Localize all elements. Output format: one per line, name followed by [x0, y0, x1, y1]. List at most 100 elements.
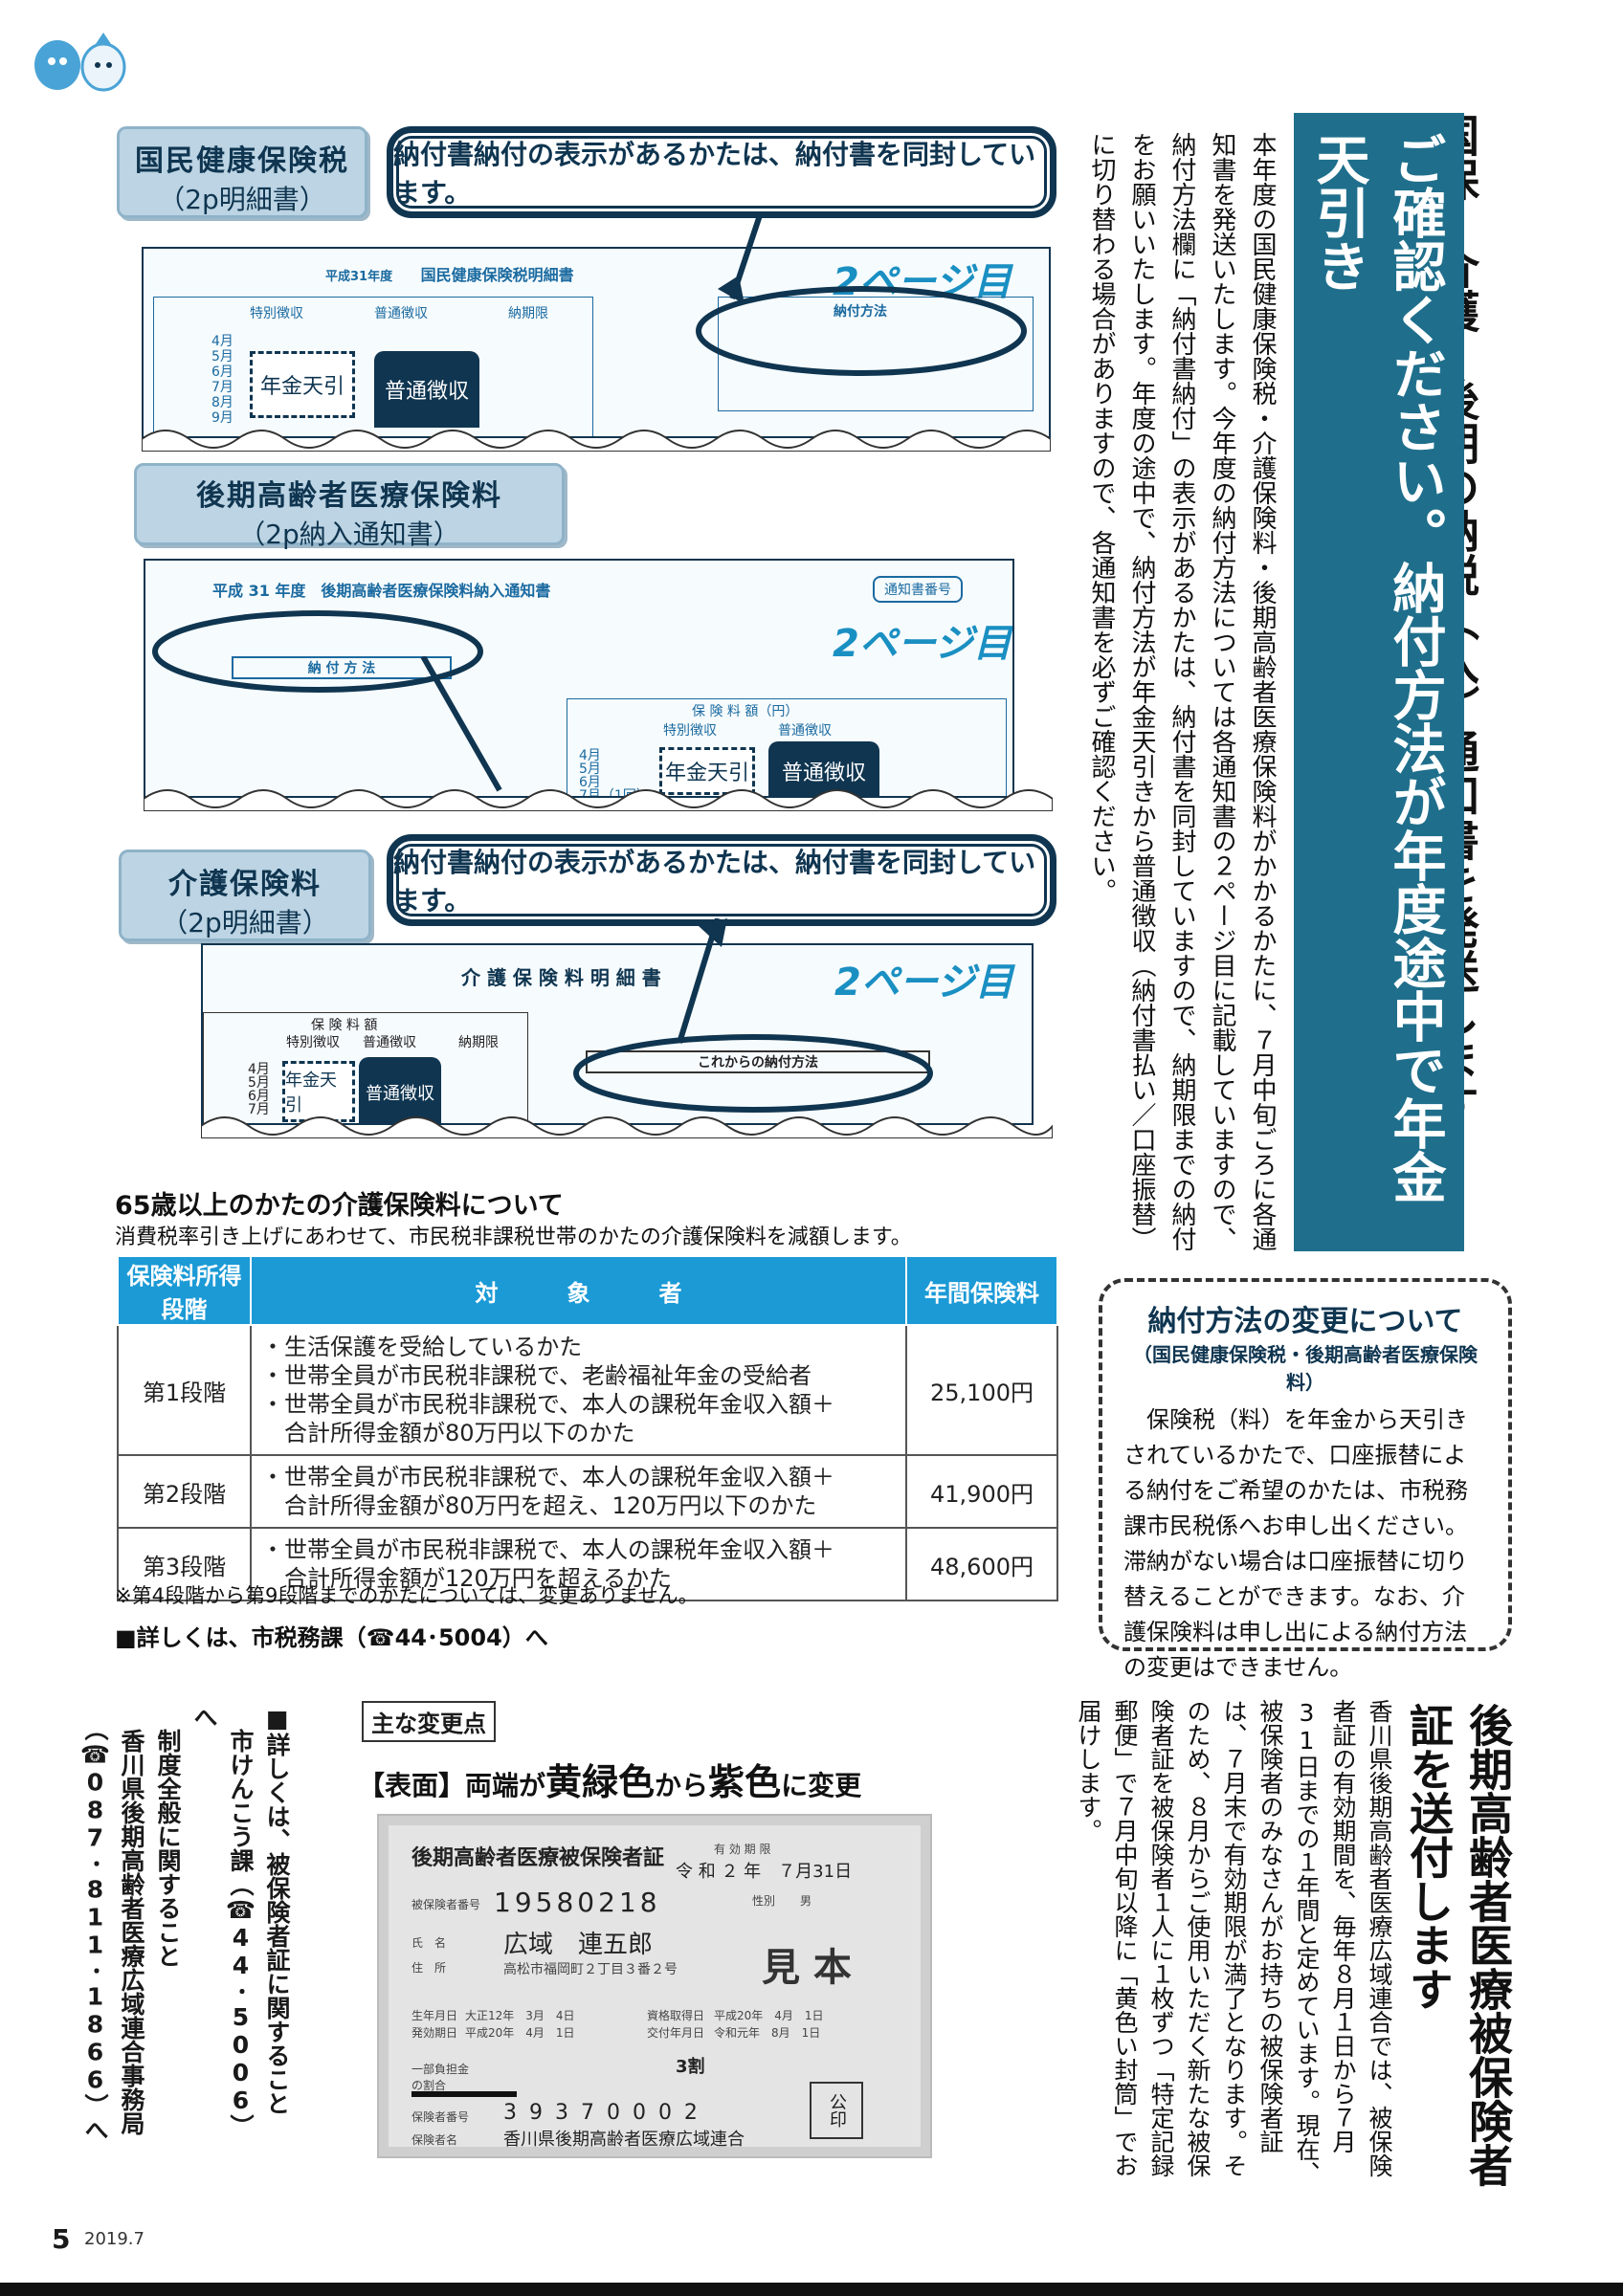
kokuho-col-special: 特別徴収 [250, 306, 303, 321]
desc-cell: ・生活保護を受給しているかた ・世帯全員が市民税非課税で、老齢福祉年金の受給者 … [250, 1324, 907, 1456]
card-issue-label: 発効期日 [411, 2026, 458, 2040]
fee-section-subtitle: 消費税率引き上げにあわせて、市民税非課税世帯のかたの介護保険料を減額します。 [115, 1225, 912, 1249]
method-change-body: 保険税（料）を年金から天引きされているかたで、口座振替による納付をご希望のかたは… [1123, 1406, 1468, 1681]
kaigo-wave-divider [201, 1116, 1053, 1138]
contact-line: 市けんこう課（☎44･5006）へ [190, 1705, 255, 2138]
card-num-label: 被保険者番号 [411, 1898, 481, 1911]
kaigo-form-table: 保 険 料 額 特別徴収 普通徴収 納期限 4月 5月 6月 7月 年金天引 普… [203, 1012, 528, 1123]
kokuho-notice-text: 納付書納付の表示があるかたは、納付書を同封しています。 [393, 139, 1036, 209]
surface-from: 黄緑色 [545, 1761, 656, 1803]
teal-line-2: から納付書での納付に切り替わる場合があります。 [1154, 132, 1293, 1203]
month: 7月 [211, 380, 233, 395]
card-insurer-name-label: 保険者名 [411, 2133, 458, 2147]
kaigo-form-image: 介 護 保 険 料 明 細 書 2ページ目 保 険 料 額 特別徴収 普通徴収 … [201, 943, 1034, 1125]
month: 5月 [211, 349, 233, 364]
kouki-amount-table: 保 険 料 額（円） 特別徴収 普通徴収 4月 5月 6月 7月（1回） 年金天… [567, 698, 1007, 798]
card-ratio-label: 一部負担金の割合 [411, 2063, 470, 2092]
teal-callout: ご確認ください。納付方法が年度途中で年金天引き から納付書での納付に切り替わる場… [1154, 113, 1464, 1251]
kouki-method-box: 納 付 方 法 [232, 656, 452, 679]
method-change-title: 納付方法の変更について [1147, 1305, 1463, 1338]
month: 4月 [248, 1062, 270, 1077]
card-sample-stamp: 見 本 [762, 1946, 852, 1990]
month: 7月（1回） [579, 788, 650, 798]
fee-cell: 41,900円 [905, 1454, 1058, 1529]
kokuho-form-table: 特別徴収 普通徴収 納期限 4月 5月 6月 7月 8月 9月 年金天引 普通徴… [153, 297, 593, 436]
kokuho-form-image: 平成31年度 国民健康保険税明細書 2ページ目 特別徴収 普通徴収 納期限 4月… [142, 247, 1051, 438]
kokuho-highlight-ellipse [696, 286, 1027, 376]
kaigo-notice: 納付書納付の表示があるかたは、納付書を同封しています。 [387, 834, 1056, 926]
kouki-page2: 2ページ目 [833, 622, 1012, 666]
kokuho-wave-divider [142, 430, 1051, 452]
surface-to: 紫色 [708, 1761, 782, 1803]
card-acq: 平成20年 4月 1日 [714, 2009, 824, 2022]
desc-cell: ・世帯全員が市民税非課税で、本人の課税年金収入額＋ 合計所得金額が120万円を超… [250, 1527, 907, 1601]
surface-post: に変更 [781, 1770, 862, 1801]
fee-cell: 48,600円 [905, 1527, 1058, 1601]
kokuho-arrow [718, 212, 764, 304]
kouki-card-contact: ■詳しくは、被保険者証に関すること 市けんこう課（☎44･5006）へ 制度全般… [81, 1705, 295, 2145]
kokuho-normal-box: 普通徴収 [374, 351, 479, 428]
kouki-label: 後期高齢者医療保険料 （2p納入通知書） [134, 463, 565, 550]
card-sex-label: 性別 [752, 1894, 776, 1908]
kaigo-label-title: 介護保険料 [168, 868, 322, 901]
page-number: 5 [52, 2223, 71, 2255]
table-row: 第1段階 ・生活保護を受給しているかた ・世帯全員が市民税非課税で、老齢福祉年金… [117, 1324, 1058, 1456]
card-name-label: 氏 名 [411, 1936, 447, 1950]
desc-line: ・世帯全員が市民税非課税で、本人の課税年金収入額＋ [261, 1536, 835, 1563]
fee-contact: ■詳しくは、市税務課（☎44･5004）へ [115, 1624, 548, 1651]
month: 6月 [579, 775, 601, 790]
desc-cell: ・世帯全員が市民税非課税で、本人の課税年金収入額＋ 合計所得金額が80万円を超え… [250, 1454, 907, 1529]
desc-line: ・生活保護を受給しているかた [261, 1334, 583, 1360]
month: 8月 [211, 395, 233, 410]
desc-line: 合計所得金額が80万円を超え、120万円以下のかた [261, 1492, 817, 1519]
kaigo-col-special: 特別徴収 [286, 1035, 340, 1050]
stage-cell: 第1段階 [117, 1324, 252, 1456]
kaigo-label: 介護保険料 （2p明細書） [119, 850, 371, 941]
kokuho-method-box: 納付方法 [834, 304, 887, 320]
card-acq-label: 資格取得日 [647, 2009, 705, 2022]
kouki-doc-title: 平成 31 年度 後期高齢者医療保険料納入通知書 [212, 582, 551, 600]
fee-section-title: 65歳以上のかたの介護保険料について [115, 1191, 564, 1221]
card-ratio: 3割 [676, 2057, 705, 2077]
kouki-label-title: 後期高齢者医療保険料 [196, 479, 502, 513]
kokuho-pension-box: 年金天引 [250, 351, 355, 418]
kaigo-col-kinou: 納期限 [458, 1035, 499, 1050]
stage-cell: 第3段階 [117, 1527, 252, 1601]
method-change-subtitle: （国民健康保険税・後期高齢者医療保険料） [1133, 1343, 1478, 1394]
card-deliv: 令和元年 8月 1日 [714, 2026, 821, 2040]
desc-line: 合計所得金額が80万円以下のかた [261, 1420, 635, 1446]
surface-pre: 【表面】両端が [358, 1770, 546, 1801]
desc-line: ・世帯全員が市民税非課税で、本人の課税年金収入額＋ [261, 1464, 835, 1490]
fee-cell: 25,100円 [905, 1324, 1058, 1456]
kokuho-doc-title: 国民健康保険税明細書 [420, 266, 574, 284]
kaigo-doc-title: 介 護 保 険 料 明 細 書 [461, 966, 661, 989]
card-addr: 高松市福岡町２丁目３番２号 [503, 1962, 678, 1977]
kokuho-notice: 納付書納付の表示があるかたは、納付書を同封しています。 [387, 126, 1056, 218]
table-row: 第3段階 ・世帯全員が市民税非課税で、本人の課税年金収入額＋ 合計所得金額が12… [117, 1527, 1058, 1601]
fee-note: ※第4段階から第9段階までのかたについては、変更ありません。 [115, 1584, 699, 1607]
method-change-box: 納付方法の変更について （国民健康保険税・後期高齢者医療保険料） 保険税（料）を… [1099, 1278, 1512, 1681]
month: 6月 [211, 364, 233, 380]
kouki-normal-box: 普通徴収 [768, 741, 879, 796]
card-deliv-label: 交付年月日 [647, 2026, 705, 2040]
kokuho-months: 4月 5月 6月 7月 8月 9月 [211, 334, 233, 426]
kokuho-col-normal: 普通徴収 [374, 306, 428, 321]
kokuho-era: 平成31年度 [325, 270, 393, 284]
bottom-rule [0, 2283, 1623, 2296]
fee-table: 保険料所得段階 対 象 者 年間保険料 第1段階 ・生活保護を受給しているかた … [117, 1255, 1058, 1601]
th-fee: 年間保険料 [905, 1255, 1058, 1326]
kaigo-normal-box: 普通徴収 [359, 1057, 441, 1123]
contact-line: 香川県後期高齢者医療広域連合事務局 [118, 1705, 145, 2135]
kaigo-label-sub: （2p明細書） [161, 907, 329, 938]
card-addr-label: 住 所 [411, 1961, 447, 1975]
month: 7月 [248, 1102, 270, 1117]
kouki-card-headline: 後期高齢者医療被保険者証を送付します [1403, 1703, 1514, 2187]
card-birth: 大正12年 3月 4日 [465, 2009, 575, 2022]
kouki-card-body: 香川県後期高齢者医療広域連合では、被保険者証の有効期間を、毎年８月１日から７月3… [1075, 1699, 1393, 2185]
card-sex: 男 [800, 1894, 812, 1908]
kaigo-months: 4月 5月 6月 7月 [248, 1063, 270, 1116]
fee-table-header: 保険料所得段階 対 象 者 年間保険料 [117, 1255, 1058, 1326]
desc-line: 合計所得金額が120万円を超えるかた [261, 1565, 673, 1592]
surface-mid: から [655, 1770, 709, 1801]
month: 4月 [211, 334, 233, 349]
